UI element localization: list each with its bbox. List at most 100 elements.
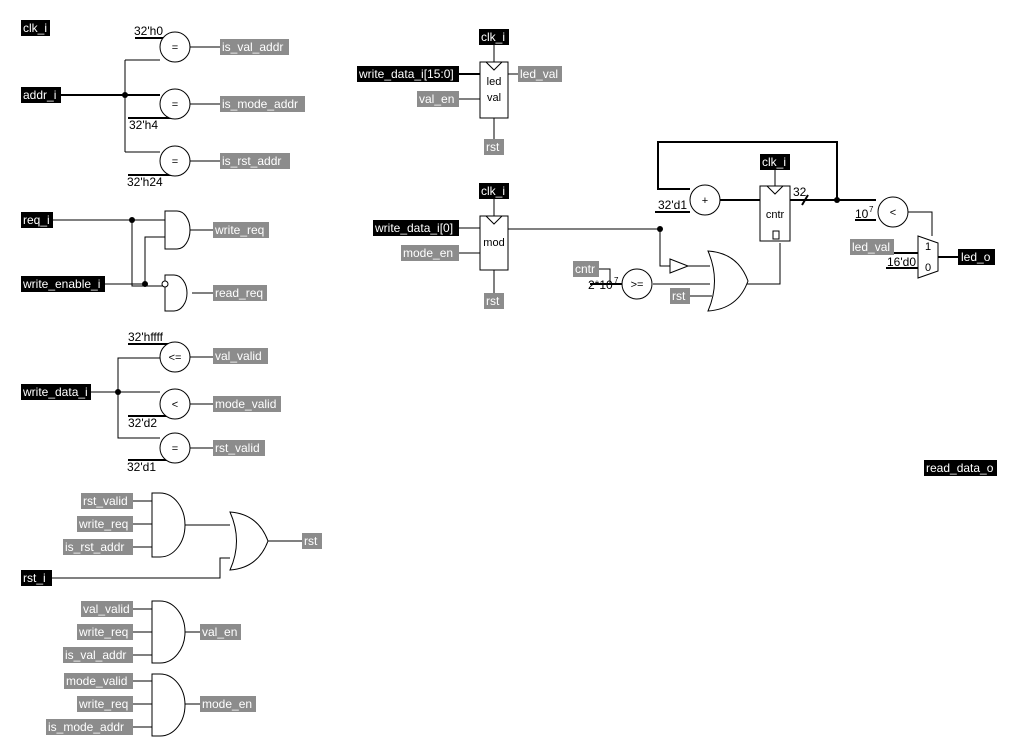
svg-text:val_en: val_en	[202, 625, 237, 639]
svg-text:write_data_i[0]: write_data_i[0]	[374, 221, 453, 235]
and-gate-mode-en	[151, 673, 186, 737]
svg-text:rst_valid: rst_valid	[83, 494, 128, 508]
signal-val-valid-in: val_valid	[81, 601, 133, 617]
svg-text:rst: rst	[672, 289, 686, 303]
or-gate-rst	[229, 511, 269, 571]
buffer-gate	[669, 258, 690, 274]
junction-dot	[834, 197, 840, 203]
comparator-eq-rst-addr	[159, 145, 191, 177]
svg-text:led_val: led_val	[520, 67, 558, 81]
wires	[52, 37, 958, 728]
and-gate-write-req	[164, 210, 191, 250]
signal-read-req: read_req	[213, 285, 267, 301]
adder-plus	[689, 184, 721, 216]
svg-text:clk_i: clk_i	[762, 155, 786, 169]
junction-dot	[142, 281, 148, 287]
const-label: 10	[855, 207, 869, 221]
svg-text:clk_i: clk_i	[481, 184, 505, 198]
comparator-symbol: <	[890, 207, 896, 219]
comparator-symbol: <=	[169, 352, 182, 364]
register-led-val	[479, 61, 509, 119]
adder-symbol: +	[702, 195, 708, 207]
signal-is-mode-addr: is_mode_addr	[220, 96, 305, 112]
signal-mode-valid-in: mode_valid	[64, 673, 133, 689]
junction-dot	[122, 92, 128, 98]
const-exponent: 7	[614, 276, 619, 285]
comparator-lt-cntr	[877, 196, 909, 228]
svg-text:mode_valid: mode_valid	[66, 674, 127, 688]
logic-gates	[151, 210, 749, 737]
svg-text:write_enable_i: write_enable_i	[22, 277, 100, 291]
signal-mode-en-in: mode_en	[401, 245, 459, 261]
port-clk-i-mod: clk_i	[479, 183, 509, 199]
svg-text:write_req: write_req	[78, 517, 128, 531]
svg-text:mode_valid: mode_valid	[215, 397, 276, 411]
svg-text:led_o: led_o	[961, 250, 991, 264]
const-label: 32'h0	[134, 24, 163, 38]
svg-text:rst_i: rst_i	[23, 571, 46, 585]
signal-rst: rst	[302, 533, 322, 549]
or-gate-cntr-reset	[707, 250, 749, 312]
port-clk-i-cntr: clk_i	[760, 154, 790, 170]
comparator-symbol: =	[172, 443, 178, 455]
svg-text:write_data_i: write_data_i	[22, 385, 88, 399]
comparators: = = = <= < = >= + <	[159, 31, 909, 464]
constants: 32'h0 32'h4 32'h24 32'hffff 32'd2 32'd1 …	[127, 24, 916, 474]
comparator-symbol: =	[172, 156, 178, 168]
signal-val-en: val_en	[200, 624, 241, 640]
svg-text:val_en: val_en	[419, 92, 454, 106]
comparator-lt-mode-valid	[159, 388, 191, 420]
const-exponent: 7	[869, 205, 874, 214]
port-clk-i-led: clk_i	[479, 29, 509, 45]
port-write-enable-i: write_enable_i	[21, 276, 105, 292]
port-write-data-15-0: write_data_i[15:0]	[357, 66, 459, 82]
junction-dot	[129, 217, 135, 223]
clock-edge-icon	[485, 61, 503, 71]
port-req-i: req_i	[21, 212, 53, 228]
input-ports: clk_i addr_i req_i write_enable_i write_…	[21, 20, 790, 586]
svg-text:is_mode_addr: is_mode_addr	[48, 720, 124, 734]
signal-rst-valid: rst_valid	[213, 440, 265, 456]
port-write-data-0: write_data_i[0]	[373, 220, 459, 236]
port-rst-i: rst_i	[21, 570, 52, 586]
mux-input-label: 1	[925, 241, 931, 253]
comparator-eq-mode-addr	[159, 88, 191, 120]
junction-dot	[657, 226, 663, 232]
comparator-symbol: <	[172, 399, 178, 411]
svg-text:is_val_addr: is_val_addr	[65, 648, 126, 662]
signal-labels: is_val_addr is_mode_addr is_rst_addr wri…	[46, 39, 894, 735]
svg-text:addr_i: addr_i	[23, 88, 56, 102]
const-label: 16'd0	[887, 255, 916, 269]
signal-rst-valid-in: rst_valid	[81, 493, 133, 509]
signal-mode-valid: mode_valid	[213, 396, 281, 412]
svg-text:read_req: read_req	[215, 286, 263, 300]
mux-input-label: 0	[925, 262, 931, 274]
and-gate-read-req	[164, 274, 188, 312]
signal-is-val-addr-in: is_val_addr	[63, 647, 133, 663]
signal-rst-cntr: rst	[670, 288, 690, 304]
signal-write-req-in: write_req	[77, 624, 133, 640]
svg-text:val_valid: val_valid	[83, 602, 130, 616]
signal-led-val-mux: led_val	[850, 239, 894, 255]
const-label: 32'd1	[127, 460, 156, 474]
const-label: 32'd2	[128, 416, 157, 430]
bus-width-label: 32	[793, 185, 807, 199]
signal-write-req-in: write_req	[77, 516, 133, 532]
signal-val-en-in: val_en	[417, 91, 459, 107]
signal-is-rst-addr: is_rst_addr	[220, 153, 290, 169]
svg-text:write_req: write_req	[78, 697, 128, 711]
svg-text:clk_i: clk_i	[481, 30, 505, 44]
signal-rst-led: rst	[484, 139, 504, 155]
svg-text:rst: rst	[304, 534, 318, 548]
register-label: cntr	[766, 209, 785, 221]
signal-mode-en: mode_en	[200, 696, 256, 712]
comparator-symbol: >=	[631, 279, 644, 291]
signal-val-valid: val_valid	[213, 348, 268, 364]
comparator-symbol: =	[172, 99, 178, 111]
inverter-bubble	[161, 280, 169, 288]
const-label: 32'hffff	[128, 330, 164, 344]
const-label: 32'h4	[129, 118, 158, 132]
signal-led-val-out: led_val	[518, 66, 562, 82]
and-gate-rst-addr	[151, 492, 186, 558]
